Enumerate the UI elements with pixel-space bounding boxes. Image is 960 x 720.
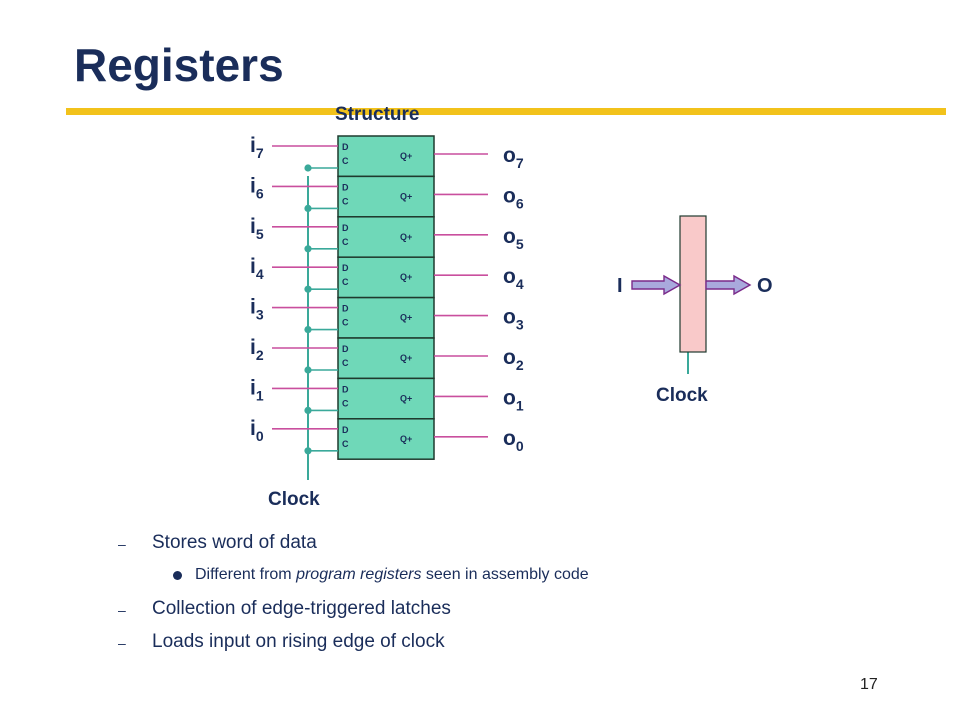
latch-q-pin: Q+: [400, 272, 412, 282]
input-label: i6: [250, 174, 264, 201]
output-label: o0: [503, 427, 524, 454]
latch-d-pin: D: [342, 182, 349, 192]
latch-d-pin: D: [342, 223, 349, 233]
latch-c-pin: C: [342, 277, 349, 287]
register-output-arrow: [705, 274, 752, 296]
latch-box: [337, 377, 435, 420]
clock-junction-dot: [304, 164, 312, 172]
input-label: i5: [250, 215, 264, 242]
output-label: o5: [503, 225, 524, 252]
structure-label: Structure: [335, 104, 419, 125]
latch-q-pin: Q+: [400, 232, 412, 242]
clock-junction-dot: [304, 406, 312, 414]
output-label: o3: [503, 306, 524, 333]
register-clock-label: Clock: [656, 385, 708, 406]
page-number: 17: [860, 676, 878, 693]
latch-d-pin: D: [342, 425, 349, 435]
clock-junction-dot: [304, 204, 312, 212]
clock-junction-dot: [304, 326, 312, 334]
latch-box: [337, 175, 435, 218]
latch-q-pin: Q+: [400, 313, 412, 323]
latch-c-pin: C: [342, 196, 349, 206]
clock-junction-dot: [304, 447, 312, 455]
input-label: i7: [250, 134, 264, 161]
clock-junction-dot: [304, 366, 312, 374]
output-label: o4: [503, 265, 524, 292]
latch-d-pin: D: [342, 344, 349, 354]
title-underline: [66, 108, 946, 115]
register-output-label: O: [757, 275, 773, 297]
latch-d-pin: D: [342, 263, 349, 273]
latch-d-pin: D: [342, 142, 349, 152]
clock-junction-dot: [304, 285, 312, 293]
output-label: o7: [503, 144, 524, 171]
output-label: o6: [503, 184, 524, 211]
output-label: o2: [503, 346, 524, 373]
latch-d-pin: D: [342, 304, 349, 314]
register-input-arrow: [631, 274, 682, 296]
latch-box: [337, 256, 435, 299]
latch-c-pin: C: [342, 318, 349, 328]
register-input-label: I: [617, 275, 623, 297]
input-label: i1: [250, 376, 264, 403]
latch-q-pin: Q+: [400, 151, 412, 161]
latch-c-pin: C: [342, 237, 349, 247]
input-label: i4: [250, 255, 264, 282]
input-label: i0: [250, 417, 264, 444]
output-label: o1: [503, 386, 524, 413]
slide-title: Registers: [74, 39, 284, 91]
clock-label: Clock: [268, 489, 320, 510]
latch-c-pin: C: [342, 398, 349, 408]
latch-q-pin: Q+: [400, 191, 412, 201]
input-label: i2: [250, 336, 264, 363]
latch-box: [337, 296, 435, 339]
clock-junction-dot: [304, 245, 312, 253]
input-label: i3: [250, 296, 264, 323]
latch-box: [337, 418, 435, 460]
register-body: [679, 215, 707, 353]
latch-q-pin: Q+: [400, 353, 412, 363]
latch-c-pin: C: [342, 358, 349, 368]
latch-c-pin: C: [342, 439, 349, 449]
latch-box: [337, 337, 435, 380]
latch-c-pin: C: [342, 156, 349, 166]
latch-box: [337, 216, 435, 258]
latch-d-pin: D: [342, 384, 349, 394]
latch-q-pin: Q+: [400, 434, 412, 444]
latch-box: [337, 135, 435, 178]
latch-q-pin: Q+: [400, 393, 412, 403]
